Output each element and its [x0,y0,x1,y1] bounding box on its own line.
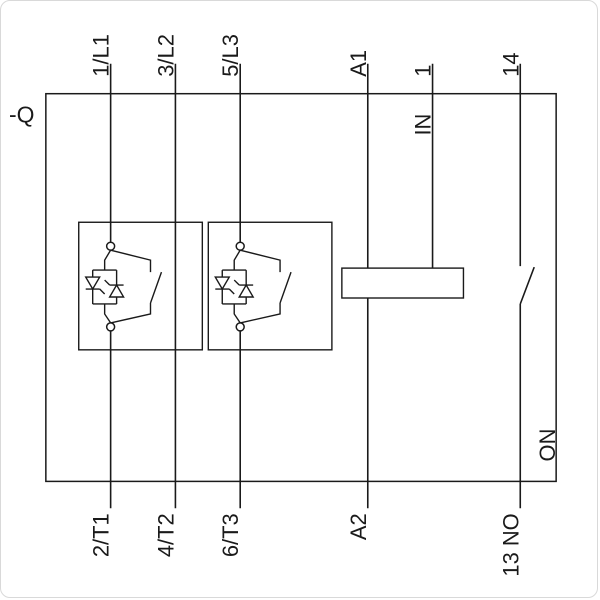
terminal-label-a2: A2 [346,513,371,540]
terminal-label-a1: A1 [346,50,371,77]
control-input-label: IN [411,114,436,136]
coil-symbol [341,267,465,299]
thyristor-module-phase1 [77,221,204,351]
terminal-label-2-t1: 2/T1 [89,513,114,557]
terminal-label-5-l3: 5/L3 [218,34,243,77]
terminal-label-1-l1: 1/L1 [89,34,114,77]
terminal-label-14: 14 [498,52,523,76]
thyristor-module-phase3 [207,221,333,351]
aux-contact-on-label: ON [535,429,560,462]
device-enclosure-outline [45,92,557,483]
terminal-label-4-t2: 4/T2 [153,513,178,557]
terminal-label-13-no: 13 NO [498,513,523,576]
terminal-label-1: 1 [411,65,436,77]
aux-no-contact-wire [519,63,535,509]
terminal-label-6-t3: 6/T3 [218,513,243,557]
device-designation: -Q [9,102,34,128]
terminal-label-3-l2: 3/L2 [153,34,178,77]
